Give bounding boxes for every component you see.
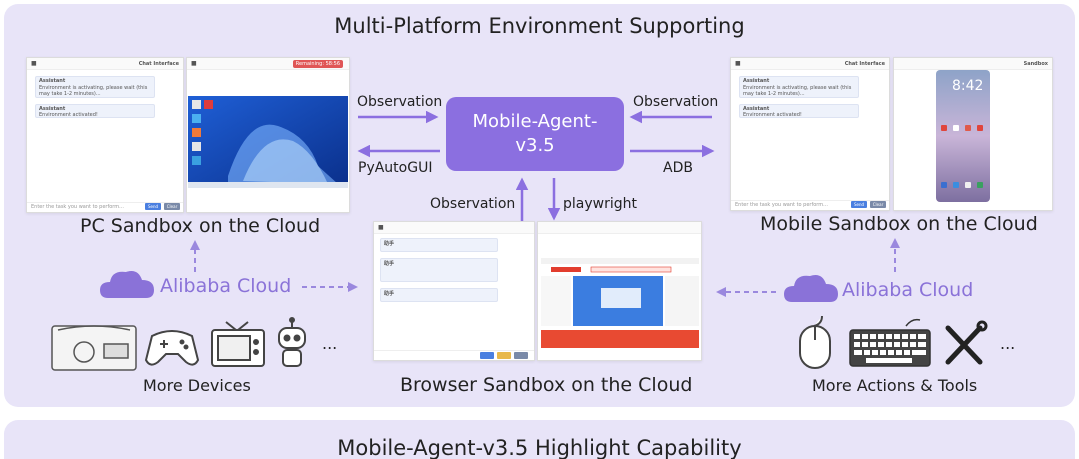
browser-clear-button[interactable] <box>514 352 528 359</box>
pc-message-2-title: Assistant <box>39 106 66 112</box>
mobile-send-button[interactable]: Send <box>851 201 867 208</box>
mobile-device-header <box>894 58 1052 70</box>
gamepad-icon <box>144 330 200 366</box>
pc-message-2-text: Environment activated! <box>39 112 98 118</box>
cloud-icon <box>100 271 154 298</box>
browser-message-3-title: 助手 <box>384 291 395 297</box>
mobile-message-2-title: Assistant <box>743 106 770 112</box>
browser-page-window <box>537 221 702 361</box>
highlight-title: Mobile-Agent-v3.5 Highlight Capability <box>337 436 742 459</box>
pc-timer-badge: Remaining: 58:56 <box>292 60 343 68</box>
car-interior-icon <box>51 325 137 371</box>
mobile-message-2-text: Environment activated! <box>743 112 802 118</box>
mobile-chat-header-label: Chat Interface <box>844 61 885 67</box>
devices-ellipsis: ... <box>322 334 338 353</box>
browser-action-label: playwright <box>563 196 637 212</box>
pc-chat-window: ■ Chat Interface Assistant Environment i… <box>26 57 184 213</box>
mobile-clear-button[interactable]: Clear <box>870 201 886 208</box>
browser-message-1-title: 助手 <box>384 241 395 247</box>
browser-pause-button[interactable] <box>497 352 511 359</box>
left-cloud-label: Alibaba Cloud <box>160 275 292 297</box>
agent-name-line2: v3.5 <box>515 135 555 156</box>
keyboard-icon <box>849 318 931 367</box>
mobile-chat-window: ■ Chat Interface Assistant Environment i… <box>730 57 890 211</box>
browser-chat-header <box>374 222 534 234</box>
phone-clock: 8:42 <box>952 78 984 94</box>
mobile-message-1-title: Assistant <box>743 78 770 84</box>
browser-message-3 <box>380 288 498 302</box>
pc-chat-header <box>27 58 183 70</box>
pc-chat-header-label: Chat Interface <box>138 61 179 67</box>
more-tools-caption: More Actions & Tools <box>812 376 978 395</box>
pc-sandbox-caption: PC Sandbox on the Cloud <box>80 215 321 237</box>
pc-send-button[interactable]: Send <box>145 203 161 210</box>
pc-desktop-window: ■ Remaining: 58:56 <box>186 57 350 213</box>
pc-task-input[interactable] <box>27 202 183 211</box>
pc-message-2 <box>35 104 155 118</box>
browser-task-input[interactable] <box>374 350 534 359</box>
tools-ellipsis: ... <box>1000 334 1016 353</box>
page-title: Multi-Platform Environment Supporting <box>334 14 745 38</box>
highlight-panel <box>4 420 1075 459</box>
mobile-task-input[interactable] <box>731 200 889 209</box>
desktop-logo-icon: ■ <box>191 60 197 67</box>
mobile-sandbox-caption: Mobile Sandbox on the Cloud <box>760 213 1038 235</box>
cloud-icon <box>784 275 838 302</box>
pc-observation-label: Observation <box>357 94 443 110</box>
pc-action-label: PyAutoGUI <box>358 160 433 176</box>
more-devices-caption: More Devices <box>143 376 251 395</box>
chat-logo-icon: ■ <box>735 60 741 67</box>
mobile-task-placeholder: Enter the task you want to perform... <box>735 202 828 208</box>
mobile-action-label: ADB <box>663 160 693 176</box>
windows-desktop-screenshot <box>188 96 348 188</box>
mobile-chat-header <box>731 58 889 70</box>
pc-clear-button[interactable]: Clear <box>164 203 180 210</box>
shopping-website-screenshot <box>541 258 699 348</box>
tv-icon <box>211 321 265 367</box>
browser-observation-label: Observation <box>430 196 516 212</box>
pc-message-1 <box>35 76 155 98</box>
mobile-observation-label: Observation <box>633 94 719 110</box>
android-phone-screenshot <box>936 70 990 202</box>
mobile-message-1 <box>739 76 859 98</box>
tools-icon <box>945 320 988 365</box>
browser-message-2-title: 助手 <box>384 261 395 267</box>
mouse-icon <box>799 315 831 369</box>
mobile-device-window: Sandbox 8:42 <box>893 57 1053 211</box>
right-cloud-label: Alibaba Cloud <box>842 279 974 301</box>
pc-message-1-text: Environment is activating, please wait (… <box>39 85 148 97</box>
pc-message-1-title: Assistant <box>39 78 66 84</box>
browser-send-button[interactable] <box>480 352 494 359</box>
chat-logo-icon: ■ <box>31 60 37 67</box>
browser-message-1 <box>380 238 498 252</box>
chat-logo-icon: ■ <box>378 224 384 231</box>
browser-message-2 <box>380 258 498 282</box>
robot-icon <box>278 317 306 367</box>
mobile-message-1-text: Environment is activating, please wait (… <box>743 85 852 97</box>
browser-sandbox-caption: Browser Sandbox on the Cloud <box>400 374 693 396</box>
browser-page-header <box>538 222 701 234</box>
browser-chat-window: ■ 助手 助手 助手 <box>373 221 535 361</box>
pc-task-placeholder: Enter the task you want to perform... <box>31 204 124 210</box>
mobile-agent-node: Mobile-Agent- v3.5 <box>446 97 624 171</box>
mobile-message-2 <box>739 104 859 118</box>
agent-name-line1: Mobile-Agent- <box>472 111 598 132</box>
mobile-side-header-label: Sandbox <box>1023 61 1048 67</box>
